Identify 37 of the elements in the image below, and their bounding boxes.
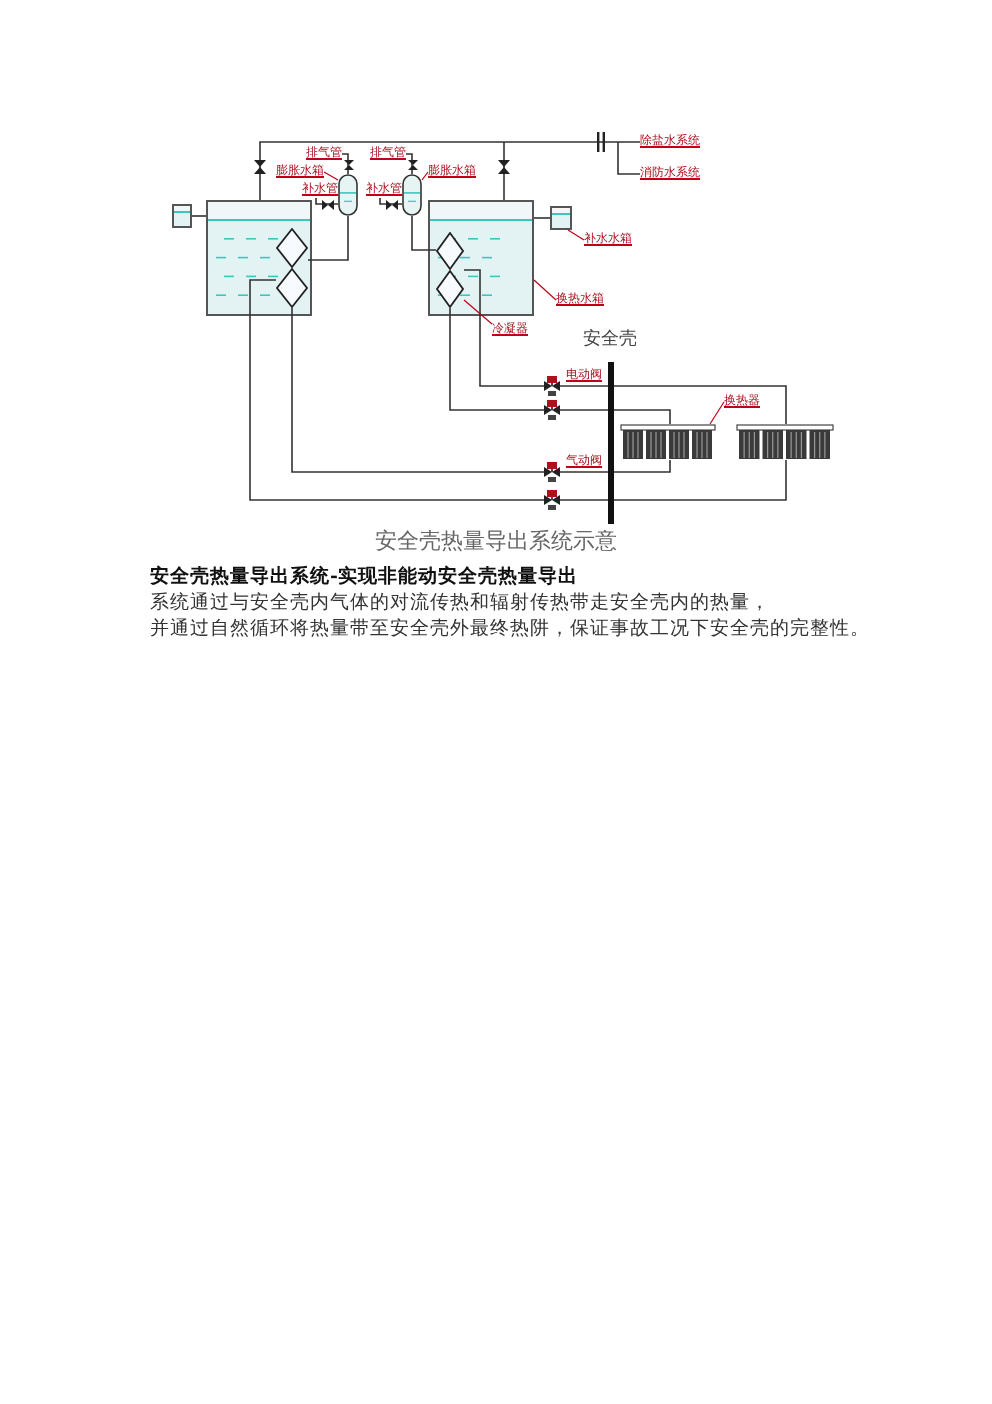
pipe [191, 215, 207, 217]
pipe [291, 307, 545, 473]
pipe [341, 153, 349, 175]
expansion-vessel [402, 174, 422, 216]
pipe [379, 197, 403, 205]
pipe [307, 215, 349, 261]
section-heading: 安全壳热量导出系统-实现非能动安全壳热量导出 [150, 566, 578, 590]
pipe [315, 197, 339, 205]
wall-label: 安全壳 [581, 330, 639, 352]
leader-line [709, 401, 725, 425]
leader-line [533, 279, 557, 301]
figure-caption: 安全壳热量导出系统示意 [373, 528, 619, 554]
pipe [449, 307, 545, 411]
pipe [405, 153, 413, 175]
leader-line [323, 171, 339, 181]
expansion-vessel [338, 174, 358, 216]
pipe [411, 215, 437, 251]
pipe [533, 217, 551, 219]
body-text: 并通过自然循环将热量带至安全壳外最终热阱，保证事故工况下安全壳的完整性。 [150, 618, 870, 642]
leader-line [421, 171, 429, 181]
radiator-bank [620, 424, 716, 460]
water-tank [172, 204, 192, 228]
coil-heat-exchanger [436, 232, 464, 308]
pipe [559, 409, 671, 425]
radiator-bank [736, 424, 834, 460]
pipe [559, 385, 787, 425]
body-text: 系统通过与安全壳内气体的对流传热和辐射传热带走安全壳内的热量， [150, 592, 770, 616]
pipe [559, 459, 787, 501]
water-tank [206, 200, 312, 316]
water-tank [550, 206, 572, 230]
coil-heat-exchanger [276, 228, 308, 308]
pipe [559, 459, 671, 473]
leader-line [463, 299, 493, 325]
pipe [249, 279, 545, 501]
pipe [463, 269, 545, 387]
leader-line [567, 229, 585, 241]
water-tank [428, 200, 534, 316]
